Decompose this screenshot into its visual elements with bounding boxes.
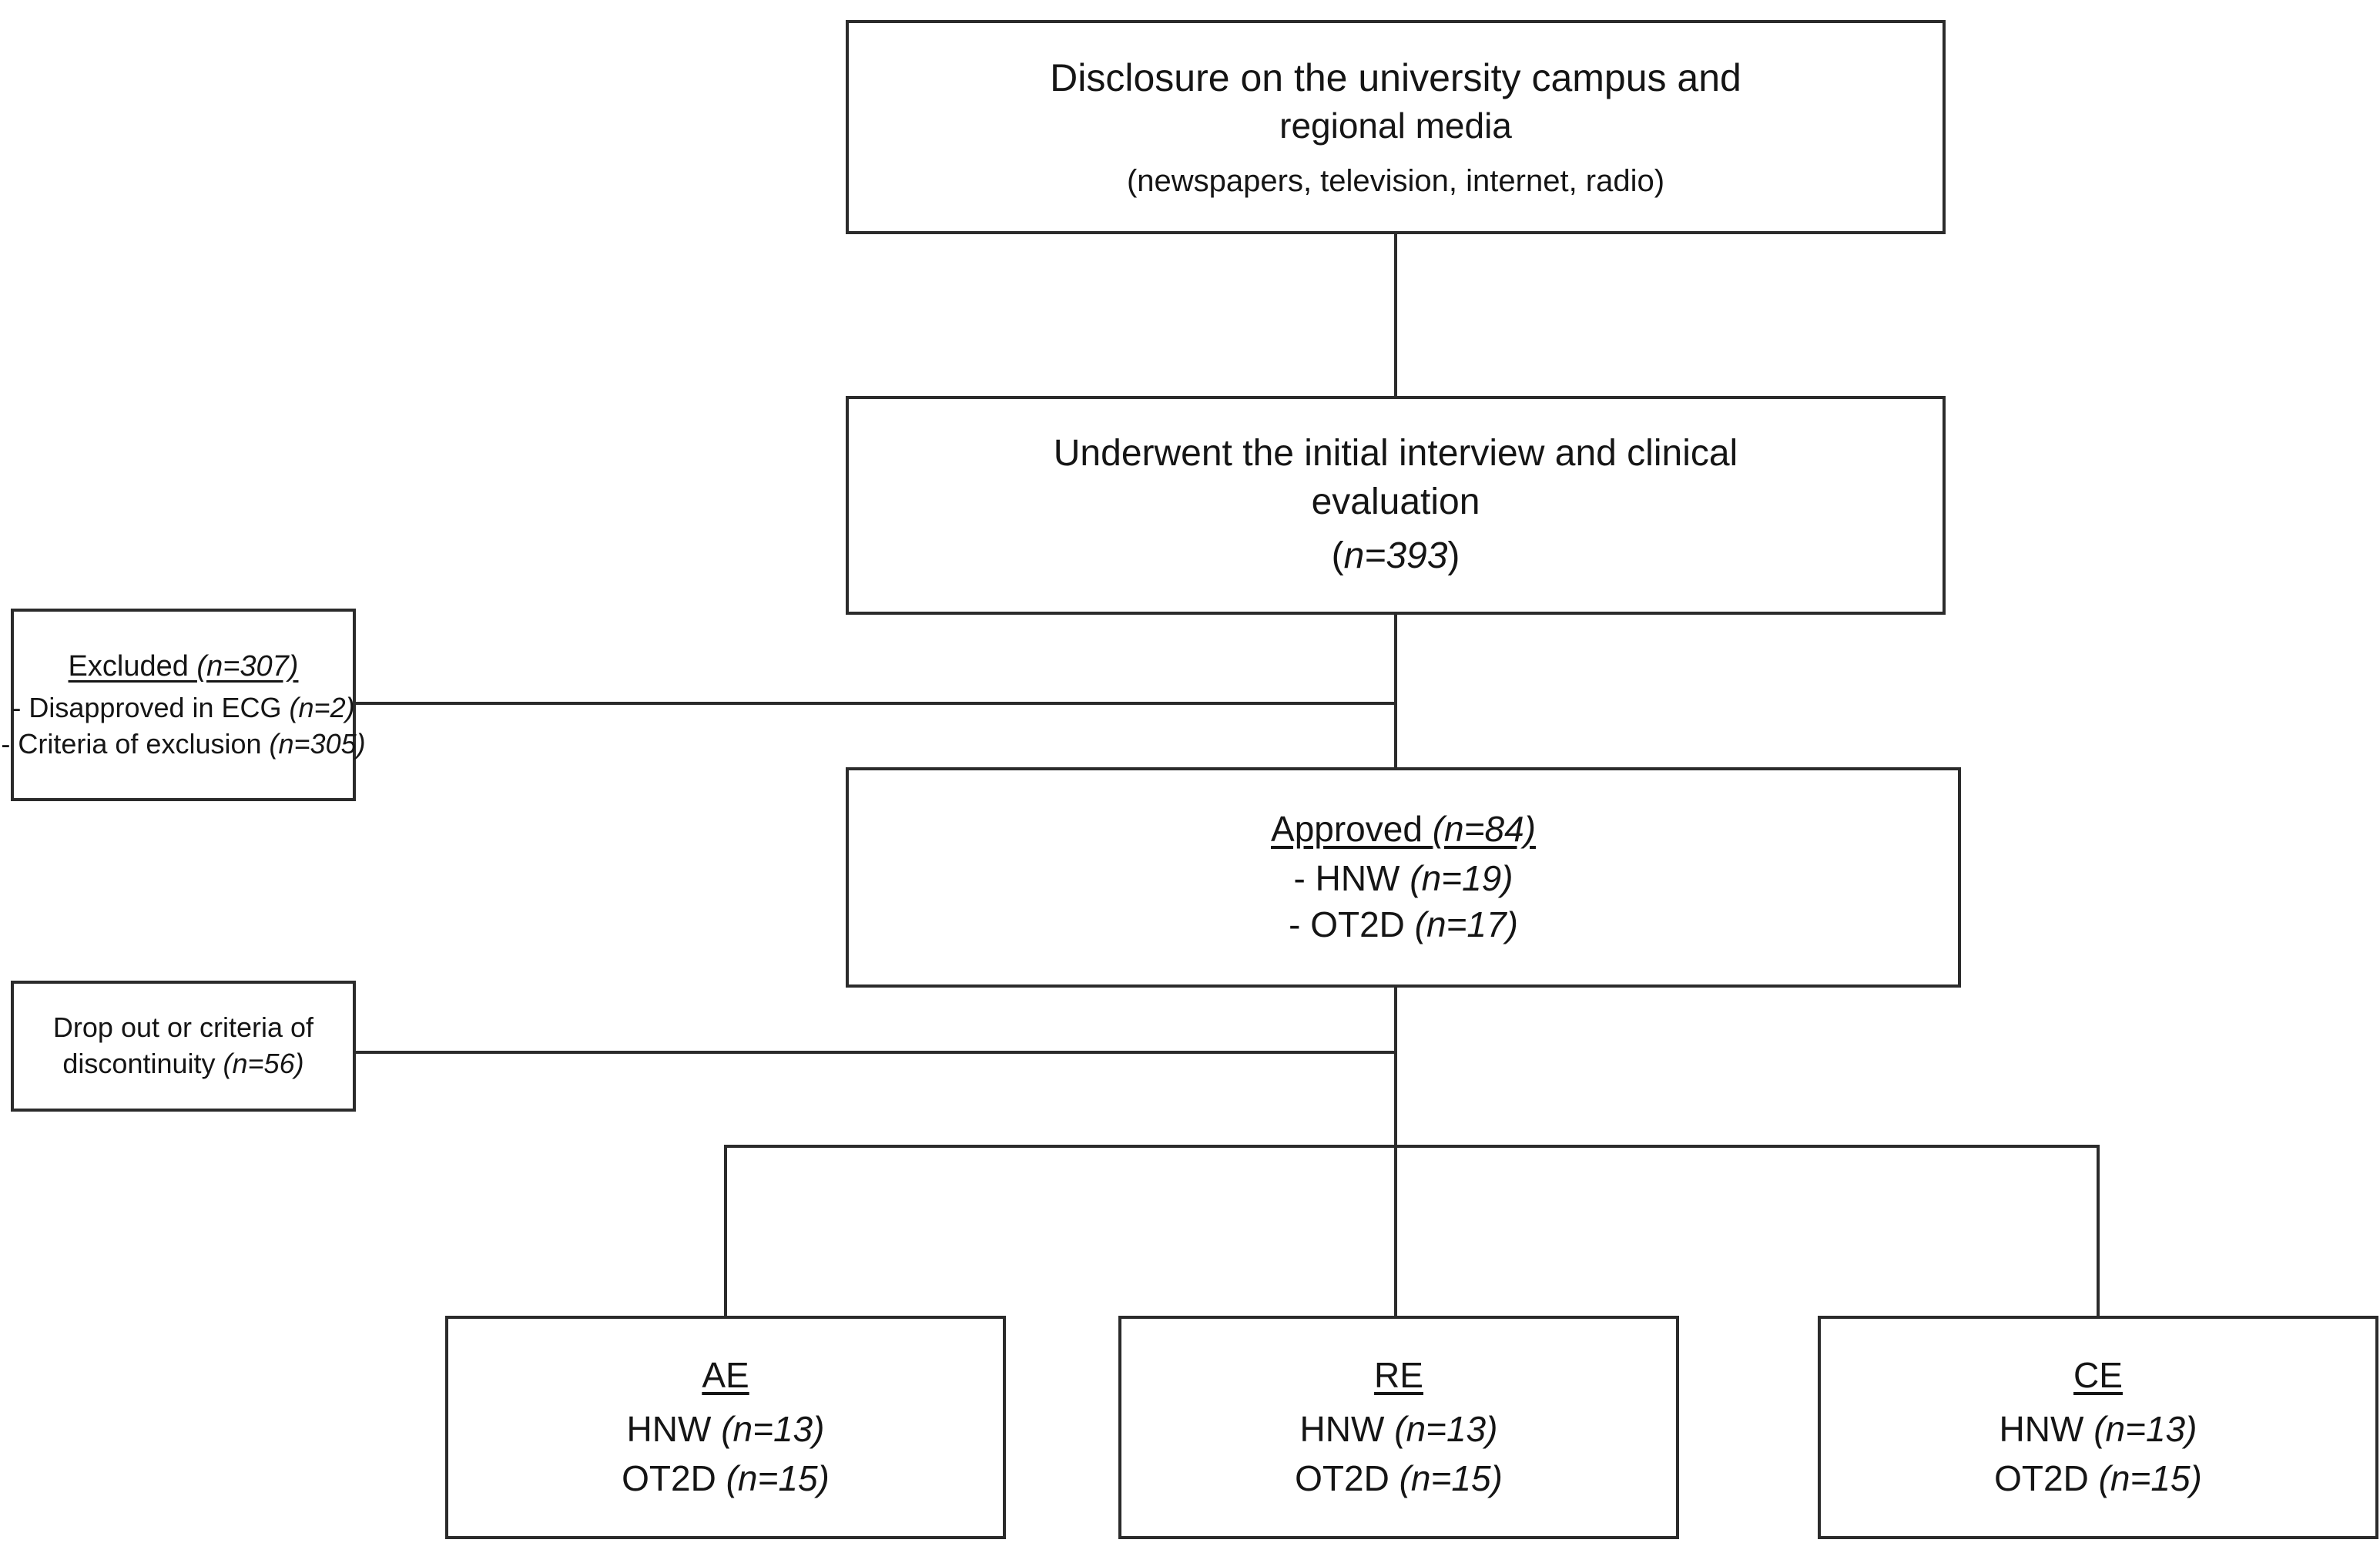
ce-item-2: OT2D (n=15) [1994, 1456, 2202, 1502]
approved-heading-count: (n=84) [1432, 809, 1536, 850]
node-disclosure: Disclosure on the university campus and … [846, 20, 1946, 234]
connector-excluded-spur [353, 702, 1397, 705]
excluded-item-1-label: - Disapproved in ECG [12, 691, 290, 723]
connector-branch-bar [724, 1145, 2100, 1148]
excluded-item-2: - Criteria of exclusion (n=305) [1, 726, 365, 763]
approved-item-2: - OT2D (n=17) [1289, 902, 1518, 948]
approved-item-2-label: - OT2D [1289, 904, 1415, 944]
dropout-line-1: Drop out or criteria of [52, 1011, 314, 1044]
ce-heading: CE [2073, 1355, 2123, 1396]
re-item-1: HNW (n=13) [1300, 1407, 1498, 1453]
node-excluded: Excluded (n=307) - Disapproved in ECG (n… [1, 609, 366, 801]
ce-item-1: HNW (n=13) [2000, 1407, 2197, 1453]
excluded-heading-label: Excluded [68, 649, 197, 683]
ae-item-1-label: HNW [626, 1409, 722, 1450]
approved-item-2-count: (n=17) [1414, 904, 1518, 944]
node-dropout: Drop out or criteria of discontinuity (n… [11, 981, 356, 1112]
re-item-2-label: OT2D [1295, 1457, 1400, 1498]
excluded-heading-count: (n=307) [196, 649, 299, 683]
approved-heading-label: Approved [1271, 809, 1433, 850]
node-group-ae: AE HNW (n=13) OT2D (n=15) [445, 1316, 1006, 1539]
ae-heading: AE [702, 1355, 749, 1396]
initial-count-value: n=393 [1343, 535, 1448, 577]
node-initial-evaluation: Underwent the initial interview and clin… [846, 396, 1946, 615]
dropout-line-2-label: discontinuity [62, 1048, 223, 1079]
approved-item-1-label: - HNW [1293, 858, 1410, 899]
re-item-1-label: HNW [1299, 1409, 1395, 1450]
connector-approved-to-groups [1394, 986, 1397, 1317]
ae-item-2-label: OT2D [622, 1457, 726, 1498]
ae-item-2: OT2D (n=15) [622, 1456, 830, 1502]
ce-item-1-label: HNW [1999, 1409, 2094, 1450]
node-approved: Approved (n=84) - HNW (n=19) - OT2D (n=1… [846, 767, 1961, 988]
excluded-item-2-count: (n=305) [269, 727, 366, 760]
initial-line-2: evaluation [1311, 481, 1480, 522]
ae-item-2-count: (n=15) [726, 1457, 830, 1498]
dropout-line-2-count: (n=56) [223, 1048, 304, 1079]
connector-branch-to-ae [724, 1145, 727, 1317]
connector-branch-to-ce [2097, 1145, 2100, 1317]
connector-initial-to-approved [1394, 613, 1397, 769]
re-item-1-count: (n=13) [1394, 1409, 1498, 1450]
ce-item-2-label: OT2D [1994, 1457, 2099, 1498]
disclosure-line-2: regional media [1279, 105, 1512, 146]
approved-item-1-count: (n=19) [1410, 858, 1513, 899]
initial-count-prefix: ( [1331, 535, 1344, 577]
ce-item-1-count: (n=13) [2093, 1409, 2197, 1450]
excluded-item-2-label: - Criteria of exclusion [1, 727, 270, 760]
re-item-2: OT2D (n=15) [1295, 1456, 1503, 1502]
approved-item-1: - HNW (n=19) [1294, 856, 1513, 902]
initial-count-suffix: ) [1447, 535, 1460, 577]
disclosure-line-1: Disclosure on the university campus and [1050, 55, 1741, 99]
excluded-item-1: - Disapproved in ECG (n=2) [12, 690, 354, 726]
excluded-item-1-count: (n=2) [289, 691, 355, 723]
re-heading: RE [1374, 1355, 1423, 1396]
initial-count: (n=393) [1332, 532, 1460, 580]
ce-item-2-count: (n=15) [2098, 1457, 2202, 1498]
initial-line-1: Underwent the initial interview and clin… [1053, 433, 1738, 475]
re-item-2-count: (n=15) [1399, 1457, 1503, 1498]
approved-heading: Approved (n=84) [1271, 807, 1536, 853]
dropout-line-2: discontinuity (n=56) [62, 1046, 303, 1082]
ae-item-1: HNW (n=13) [627, 1407, 825, 1453]
node-group-re: RE HNW (n=13) OT2D (n=15) [1118, 1316, 1679, 1539]
ae-item-1-count: (n=13) [721, 1409, 825, 1450]
disclosure-line-3: (newspapers, television, internet, radio… [1126, 164, 1665, 199]
excluded-heading: Excluded (n=307) [69, 648, 299, 686]
connector-dropout-spur [353, 1051, 1397, 1054]
connector-disclosure-to-initial [1394, 234, 1397, 397]
node-group-ce: CE HNW (n=13) OT2D (n=15) [1818, 1316, 2378, 1539]
